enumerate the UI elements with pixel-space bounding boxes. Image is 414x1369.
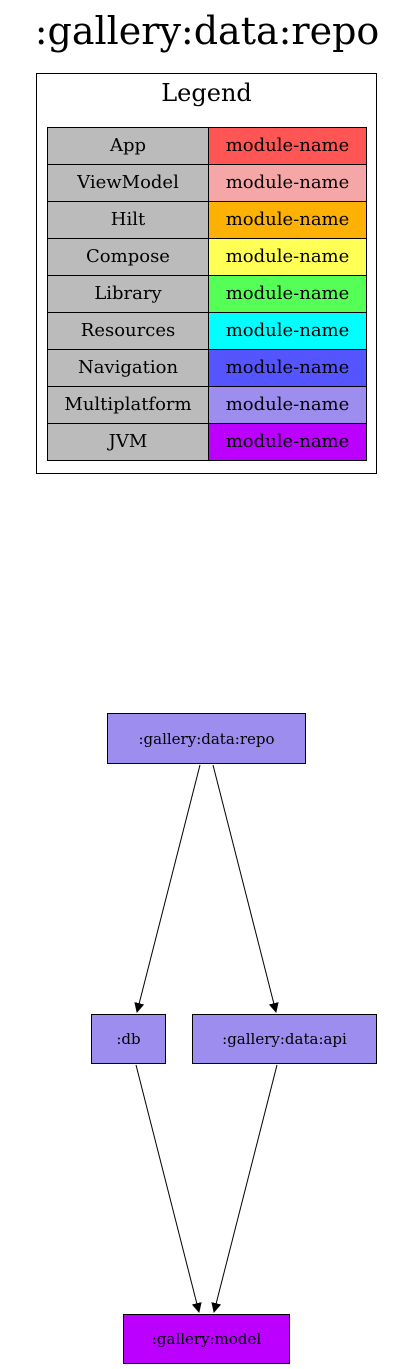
edge-db-to-model [135,1064,202,1313]
graph-node-gallery-data-api[interactable]: :gallery:data:api [192,1014,377,1064]
page-title: :gallery:data:repo [34,9,380,53]
node-label: :gallery:model [151,1330,262,1348]
node-label: :db [116,1030,141,1048]
graph-node-db[interactable]: :db [91,1014,166,1064]
graph-node-gallery-model[interactable]: :gallery:model [123,1314,290,1364]
node-label: :gallery:data:repo [138,729,275,748]
legend-title: Legend [161,79,252,107]
legend-color-swatch: module-name [208,238,367,276]
legend-color-swatch: module-name [208,312,367,350]
legend-type-label: Resources [47,312,209,350]
legend-color-swatch: module-name [208,164,367,202]
edge-repo-to-api [212,764,279,1013]
legend-type-label: Multiplatform [47,386,209,424]
legend-color-swatch: module-name [208,275,367,313]
legend-color-swatch: module-name [208,127,367,165]
legend-color-swatch: module-name [208,423,367,461]
legend-type-label: ViewModel [47,164,209,202]
graph-node-gallery-data-repo[interactable]: :gallery:data:repo [107,713,306,764]
legend-type-label: Library [47,275,209,313]
edge-api-to-model [211,1064,278,1313]
node-label: :gallery:data:api [222,1030,347,1048]
legend-color-swatch: module-name [208,386,367,424]
legend-color-swatch: module-name [208,201,367,239]
legend-type-label: Compose [47,238,209,276]
edge-repo-to-db [134,764,201,1013]
legend-type-label: JVM [47,423,209,461]
legend-color-swatch: module-name [208,349,367,387]
legend-type-label: Hilt [47,201,209,239]
